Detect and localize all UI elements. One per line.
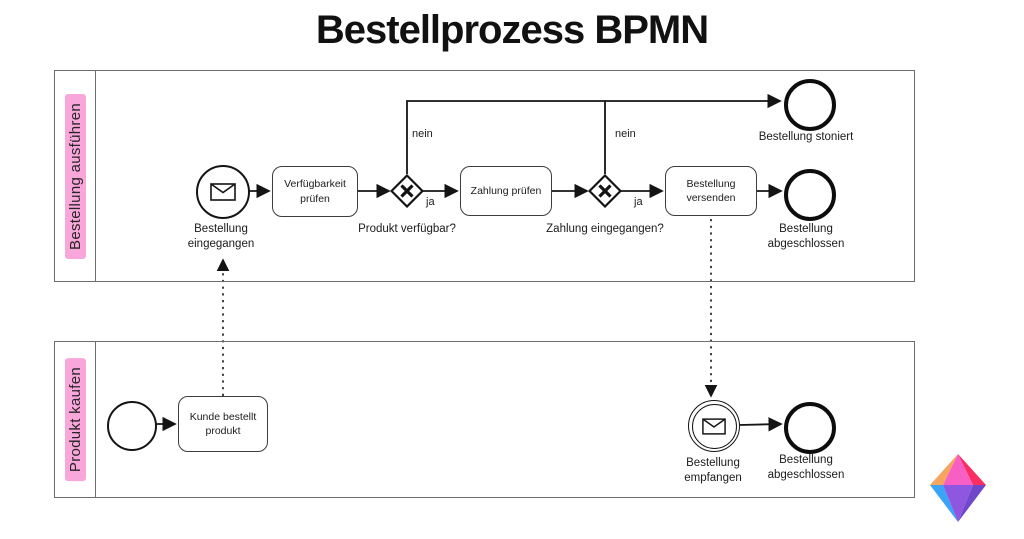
lane-label-strip-top: Bestellung ausführen <box>55 71 96 281</box>
edge-label-yes-2: ja <box>634 196 643 208</box>
end-event-completed-top <box>784 169 836 221</box>
start-event-label: Bestellung eingegangen <box>187 223 255 250</box>
edge-label-yes-1: ja <box>426 196 435 208</box>
end-completed-label-bottom: Bestellung abgeschlossen <box>767 454 845 481</box>
edge-label-no-1: nein <box>412 128 433 140</box>
catch-event-label: Bestellung empfangen <box>684 457 742 484</box>
task-customer-orders: Kunde bestellt produkt <box>178 396 268 452</box>
x-gateway-icon <box>390 174 424 208</box>
gateway-available-label: Produkt verfügbar? <box>358 223 456 235</box>
envelope-icon <box>702 417 726 435</box>
envelope-icon <box>210 183 236 201</box>
pool-order-execution: Bestellung ausführen <box>54 70 915 282</box>
end-event-cancelled <box>784 79 836 131</box>
task-check-payment: Zahlung prüfen <box>460 166 552 216</box>
edge-label-no-2: nein <box>615 128 636 140</box>
catch-event-inner-ring <box>691 403 737 449</box>
start-event-purchase <box>107 401 157 451</box>
gem-diamond-logo <box>930 454 986 522</box>
message-start-event <box>196 165 250 219</box>
lane-label-top: Bestellung ausführen <box>64 93 86 259</box>
pool-product-purchase: Produkt kaufen <box>54 341 915 498</box>
lane-label-bottom: Produkt kaufen <box>64 357 86 482</box>
end-completed-label-top: Bestellung abgeschlossen <box>767 223 845 250</box>
message-catch-event <box>688 400 740 452</box>
task-ship-order: Bestellung versenden <box>665 166 757 216</box>
page-title: Bestellprozess BPMN <box>315 8 709 52</box>
lane-label-strip-bottom: Produkt kaufen <box>55 342 96 497</box>
gateway-payment-label: Zahlung eingegangen? <box>546 223 664 235</box>
end-cancelled-label: Bestellung stoniert <box>758 131 854 143</box>
end-event-completed-bottom <box>784 402 836 454</box>
task-check-availability: Verfügbarkeit prüfen <box>272 166 358 217</box>
x-gateway-icon <box>588 174 622 208</box>
